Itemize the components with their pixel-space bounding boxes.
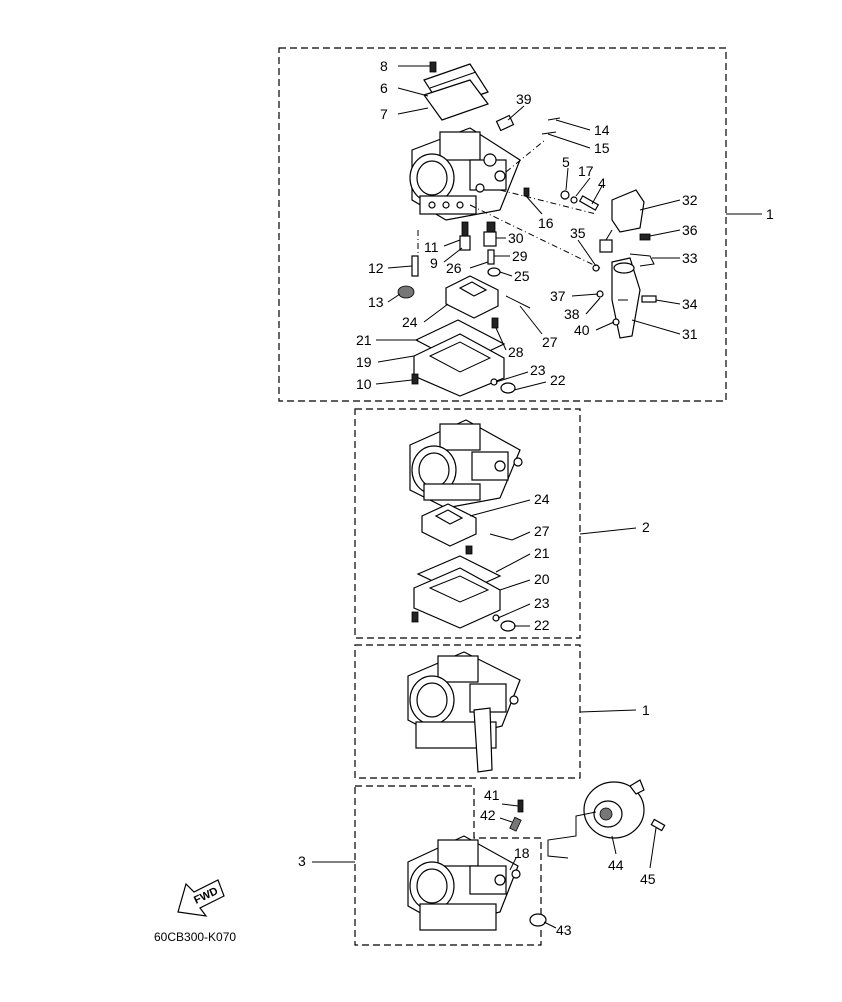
label-p37: 37 xyxy=(550,288,566,304)
label-p40: 40 xyxy=(574,322,590,338)
diagram-code: 60CB300-K070 xyxy=(154,930,236,944)
label-p36: 36 xyxy=(682,222,698,238)
label-p24: 24 xyxy=(402,314,418,330)
label-p43: 43 xyxy=(556,922,572,938)
group-box-3 xyxy=(354,785,542,946)
label-p4: 4 xyxy=(598,175,606,191)
label-p11: 11 xyxy=(424,239,439,255)
label-p6: 6 xyxy=(380,80,388,96)
label-p28: 28 xyxy=(508,344,524,360)
label-p18: 18 xyxy=(514,845,530,861)
group-box-1-top xyxy=(278,47,727,402)
label-box2-p23: 23 xyxy=(534,595,550,611)
label-box2-p22: 22 xyxy=(534,617,550,633)
label-p16: 16 xyxy=(538,215,554,231)
carburetor-exploded-assembly xyxy=(397,61,657,397)
part-number-labels: 8 6 7 39 14 15 5 17 4 16 32 36 33 34 31 … xyxy=(298,58,774,938)
label-box2-p20: 20 xyxy=(534,571,550,587)
fwd-arrow-icon: FWD xyxy=(177,879,225,917)
label-p19: 19 xyxy=(356,354,372,370)
label-p44: 44 xyxy=(608,857,624,873)
label-p15: 15 xyxy=(594,140,610,156)
label-box2-p24: 24 xyxy=(534,491,550,507)
label-p30: 30 xyxy=(508,230,524,246)
label-p33: 33 xyxy=(682,250,698,266)
label-p1: 1 xyxy=(766,206,774,222)
label-p32: 32 xyxy=(682,192,698,208)
label-p10: 10 xyxy=(356,376,372,392)
leader-lines xyxy=(312,65,762,929)
label-box2-p27: 27 xyxy=(534,523,550,539)
carburetor-body-kit xyxy=(409,419,523,632)
label-p41: 41 xyxy=(484,787,500,803)
label-mid-p1: 1 xyxy=(642,702,650,718)
group-box-2 xyxy=(354,408,581,639)
label-p17: 17 xyxy=(578,163,594,179)
label-p3: 3 xyxy=(298,853,306,869)
label-p38: 38 xyxy=(564,306,580,322)
label-p12: 12 xyxy=(368,260,384,276)
label-p45: 45 xyxy=(640,871,656,887)
label-p5: 5 xyxy=(562,154,570,170)
label-p27: 27 xyxy=(542,334,558,350)
label-p9: 9 xyxy=(430,255,438,271)
label-p14: 14 xyxy=(594,122,610,138)
label-p31: 31 xyxy=(682,326,698,342)
label-p26: 26 xyxy=(446,260,462,276)
label-p35: 35 xyxy=(570,225,586,241)
label-p39: 39 xyxy=(516,91,532,107)
label-box2-p21: 21 xyxy=(534,545,550,561)
label-p34: 34 xyxy=(682,296,698,312)
label-p29: 29 xyxy=(512,248,528,264)
label-p2: 2 xyxy=(642,519,650,535)
label-p23: 23 xyxy=(530,362,546,378)
label-p21: 21 xyxy=(356,332,372,348)
label-p22: 22 xyxy=(550,372,566,388)
label-p8: 8 xyxy=(380,58,388,74)
label-p13: 13 xyxy=(368,294,384,310)
label-p42: 42 xyxy=(480,807,496,823)
carburetor-with-pump xyxy=(407,779,666,931)
label-p7: 7 xyxy=(380,106,388,122)
label-p25: 25 xyxy=(514,268,530,284)
carburetor-complete xyxy=(407,651,521,773)
